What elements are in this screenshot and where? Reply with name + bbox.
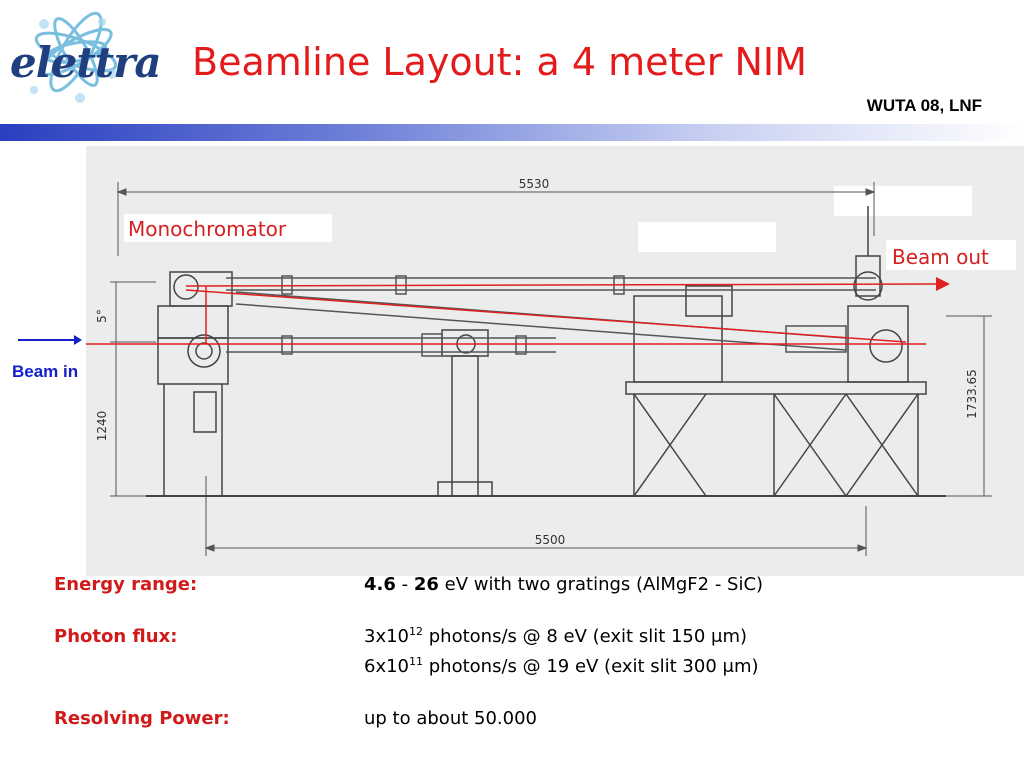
dim-left-lower-label: 1240: [95, 411, 109, 442]
dimension-top: [116, 182, 876, 256]
flux2-exp: 11: [409, 655, 424, 668]
slide-title: Beamline Layout: a 4 meter NIM: [192, 40, 807, 84]
flux1-base: 3x10: [364, 626, 410, 647]
energy-sep: -: [395, 574, 414, 595]
beamline-diagram: 5530 5500 5° 1240 1733.65: [86, 146, 1024, 576]
support-pillar: [437, 329, 493, 497]
resolving-power-value: up to about 50.000: [364, 708, 537, 729]
beam-in-label: Beam in: [12, 362, 79, 381]
energy-low: 4.6: [364, 574, 396, 595]
energy-rest: eV with two gratings (AlMgF2 - SiC): [438, 574, 764, 595]
flux1-exp: 12: [409, 625, 424, 638]
dimension-left: [110, 281, 156, 497]
photon-flux-label: Photon flux:: [54, 626, 178, 647]
logo-wordmark: elettra: [10, 38, 162, 87]
monochromator-stand: [157, 271, 233, 496]
flux2-base: 6x10: [364, 656, 410, 677]
dim-bottom-label: 5500: [535, 533, 566, 547]
photon-flux-value-1: 3x1012 photons/s @ 8 eV (exit slit 150 μ…: [364, 626, 747, 647]
beam-out-label-box: [886, 240, 1016, 270]
beam-out-arrow: [936, 277, 950, 291]
dim-left-upper-label: 5°: [95, 309, 109, 323]
dimension-bottom: [204, 476, 868, 556]
photon-flux-value-2: 6x1011 photons/s @ 19 eV (exit slit 300 …: [364, 656, 759, 677]
resolving-power-label: Resolving Power:: [54, 708, 230, 729]
energy-range-value: 4.6 - 26 eV with two gratings (AlMgF2 - …: [364, 574, 763, 595]
dimension-right: [926, 315, 992, 497]
beam-in-arrow-icon: [18, 335, 82, 345]
monochromator-label-box: [124, 214, 332, 242]
conference-label: WUTA 08, LNF: [866, 96, 982, 115]
energy-range-label: Energy range:: [54, 574, 198, 595]
flux2-rest: photons/s @ 19 eV (exit slit 300 μm): [423, 656, 759, 677]
experimental-table: [625, 206, 927, 497]
dim-top-label: 5530: [519, 177, 550, 191]
monochromator-label: Monochromator: [128, 217, 287, 241]
beam-rays: [86, 283, 937, 345]
energy-high: 26: [413, 574, 439, 595]
blank-label-box: [638, 222, 776, 252]
dim-right-label: 1733.65: [965, 369, 979, 419]
elettra-logo: elettra: [4, 2, 162, 114]
header-band: [0, 124, 1024, 141]
flux1-rest: photons/s @ 8 eV (exit slit 150 μm): [423, 626, 748, 647]
beam-out-label: Beam out: [892, 245, 989, 269]
blank-label-box: [834, 186, 972, 216]
